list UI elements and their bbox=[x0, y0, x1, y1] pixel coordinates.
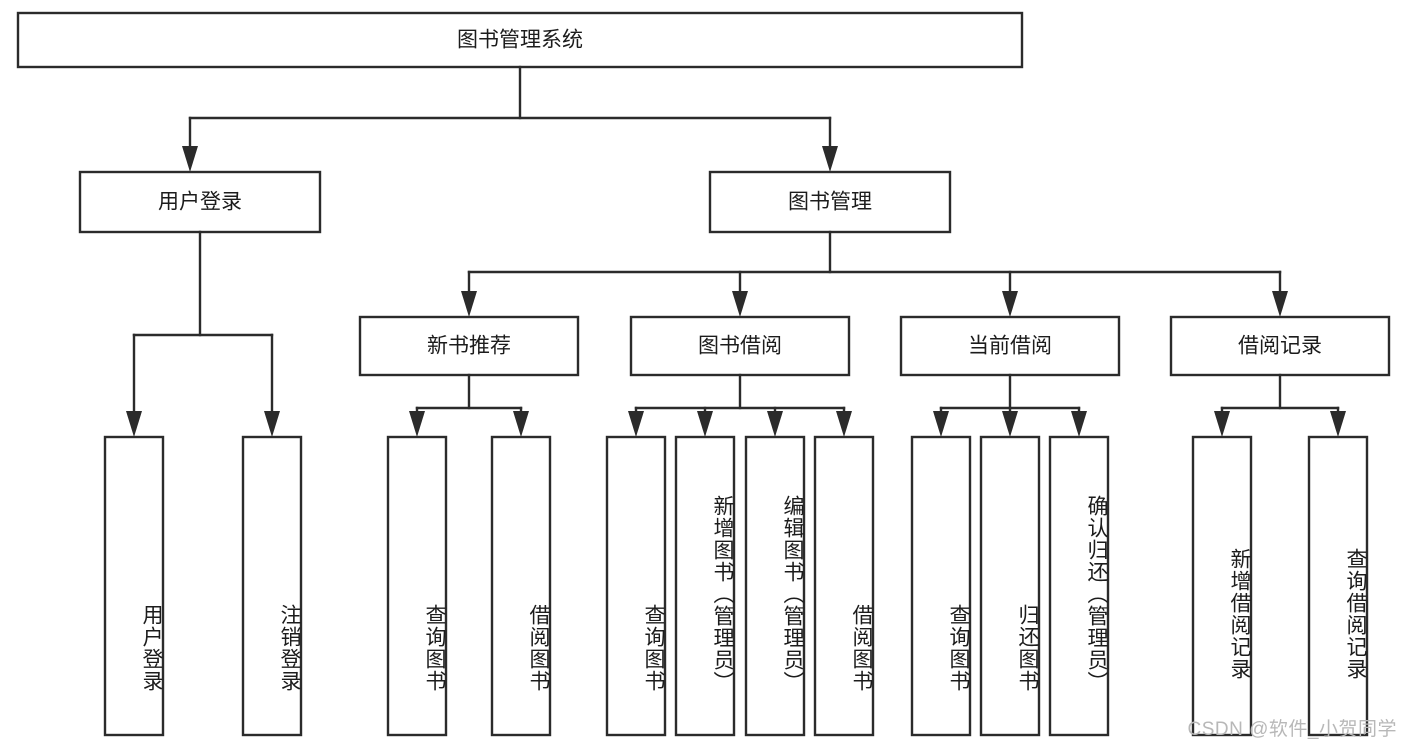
leaf-box-query-book-1[interactable] bbox=[386, 435, 448, 737]
node-user-login[interactable]: 用户登录 bbox=[78, 170, 322, 234]
arrow-head-leaf-query-record bbox=[1330, 411, 1346, 437]
connector-root-to-level2 bbox=[182, 65, 838, 172]
csdn-watermark: CSDN @软件_小贺同学 bbox=[1187, 719, 1397, 740]
arrow-head-borrow-record bbox=[1272, 291, 1288, 317]
leaf-box-add-record[interactable] bbox=[1191, 435, 1253, 737]
leaf-box-query-record[interactable] bbox=[1307, 435, 1369, 737]
leaf-box-borrow-book-2[interactable] bbox=[813, 435, 875, 737]
root-box[interactable] bbox=[16, 11, 1024, 69]
node-new-book-recommend[interactable]: 新书推荐 bbox=[358, 315, 580, 377]
new-book-recommend-box[interactable] bbox=[358, 315, 580, 377]
arrow-head-book-borrow bbox=[732, 291, 748, 317]
node-root-book-management-system[interactable]: 图书管理系统 bbox=[16, 11, 1024, 69]
arrow-head-new-book-recommend bbox=[461, 291, 477, 317]
connector-borrow-record-to-leaves bbox=[1214, 373, 1346, 437]
arrow-head-leaf-query-book-2 bbox=[628, 411, 644, 437]
leaf-box-confirm-return[interactable] bbox=[1048, 435, 1110, 737]
leaf-box-query-book-2[interactable] bbox=[605, 435, 667, 737]
arrow-head-book-management bbox=[822, 146, 838, 172]
new-book-recommend-label: 新书推荐 bbox=[427, 335, 511, 358]
current-borrow-label: 当前借阅 bbox=[968, 335, 1052, 358]
connector-new-book-recommend-to-leaves bbox=[409, 373, 529, 437]
book-management-label: 图书管理 bbox=[788, 191, 872, 214]
borrow-record-label: 借阅记录 bbox=[1238, 335, 1322, 358]
arrow-head-leaf-borrow-book-1 bbox=[513, 411, 529, 437]
connector-book-management-to-level3 bbox=[461, 230, 1288, 317]
arrow-head-leaf-borrow-book-2 bbox=[836, 411, 852, 437]
arrow-head-leaf-add-book bbox=[697, 411, 713, 437]
leaf-box-query-book-3[interactable] bbox=[910, 435, 972, 737]
leaf-box-borrow-book-1[interactable] bbox=[490, 435, 552, 737]
root-label: 图书管理系统 bbox=[457, 29, 583, 52]
leaf-box-add-book[interactable] bbox=[674, 435, 736, 737]
leaf-box-logout-login[interactable] bbox=[241, 435, 303, 737]
arrow-head-leaf-query-book-3 bbox=[933, 411, 949, 437]
arrow-head-current-borrow bbox=[1002, 291, 1018, 317]
connector-book-borrow-to-leaves bbox=[628, 373, 852, 437]
connector-current-borrow-to-leaves bbox=[933, 373, 1087, 437]
node-book-borrow[interactable]: 图书借阅 bbox=[629, 315, 851, 377]
current-borrow-box[interactable] bbox=[899, 315, 1121, 377]
arrow-head-leaf-return-book bbox=[1002, 411, 1018, 437]
arrow-head-leaf-query-book-1 bbox=[409, 411, 425, 437]
node-book-management[interactable]: 图书管理 bbox=[708, 170, 952, 234]
user-login-box[interactable] bbox=[78, 170, 322, 234]
node-current-borrow[interactable]: 当前借阅 bbox=[899, 315, 1121, 377]
node-borrow-record[interactable]: 借阅记录 bbox=[1169, 315, 1391, 377]
arrow-head-leaf-user-login bbox=[126, 411, 142, 437]
leaf-box-user-login[interactable] bbox=[103, 435, 165, 737]
arrow-head-leaf-confirm-return bbox=[1071, 411, 1087, 437]
connector-user-login-to-leaves bbox=[126, 230, 280, 437]
user-login-label: 用户登录 bbox=[158, 191, 242, 214]
leaf-box-edit-book[interactable] bbox=[744, 435, 806, 737]
book-borrow-label: 图书借阅 bbox=[698, 335, 782, 358]
arrow-head-leaf-edit-book bbox=[767, 411, 783, 437]
arrow-head-leaf-logout-login bbox=[264, 411, 280, 437]
arrow-head-leaf-add-record bbox=[1214, 411, 1230, 437]
arrow-head-user-login bbox=[182, 146, 198, 172]
leaf-box-return-book[interactable] bbox=[979, 435, 1041, 737]
